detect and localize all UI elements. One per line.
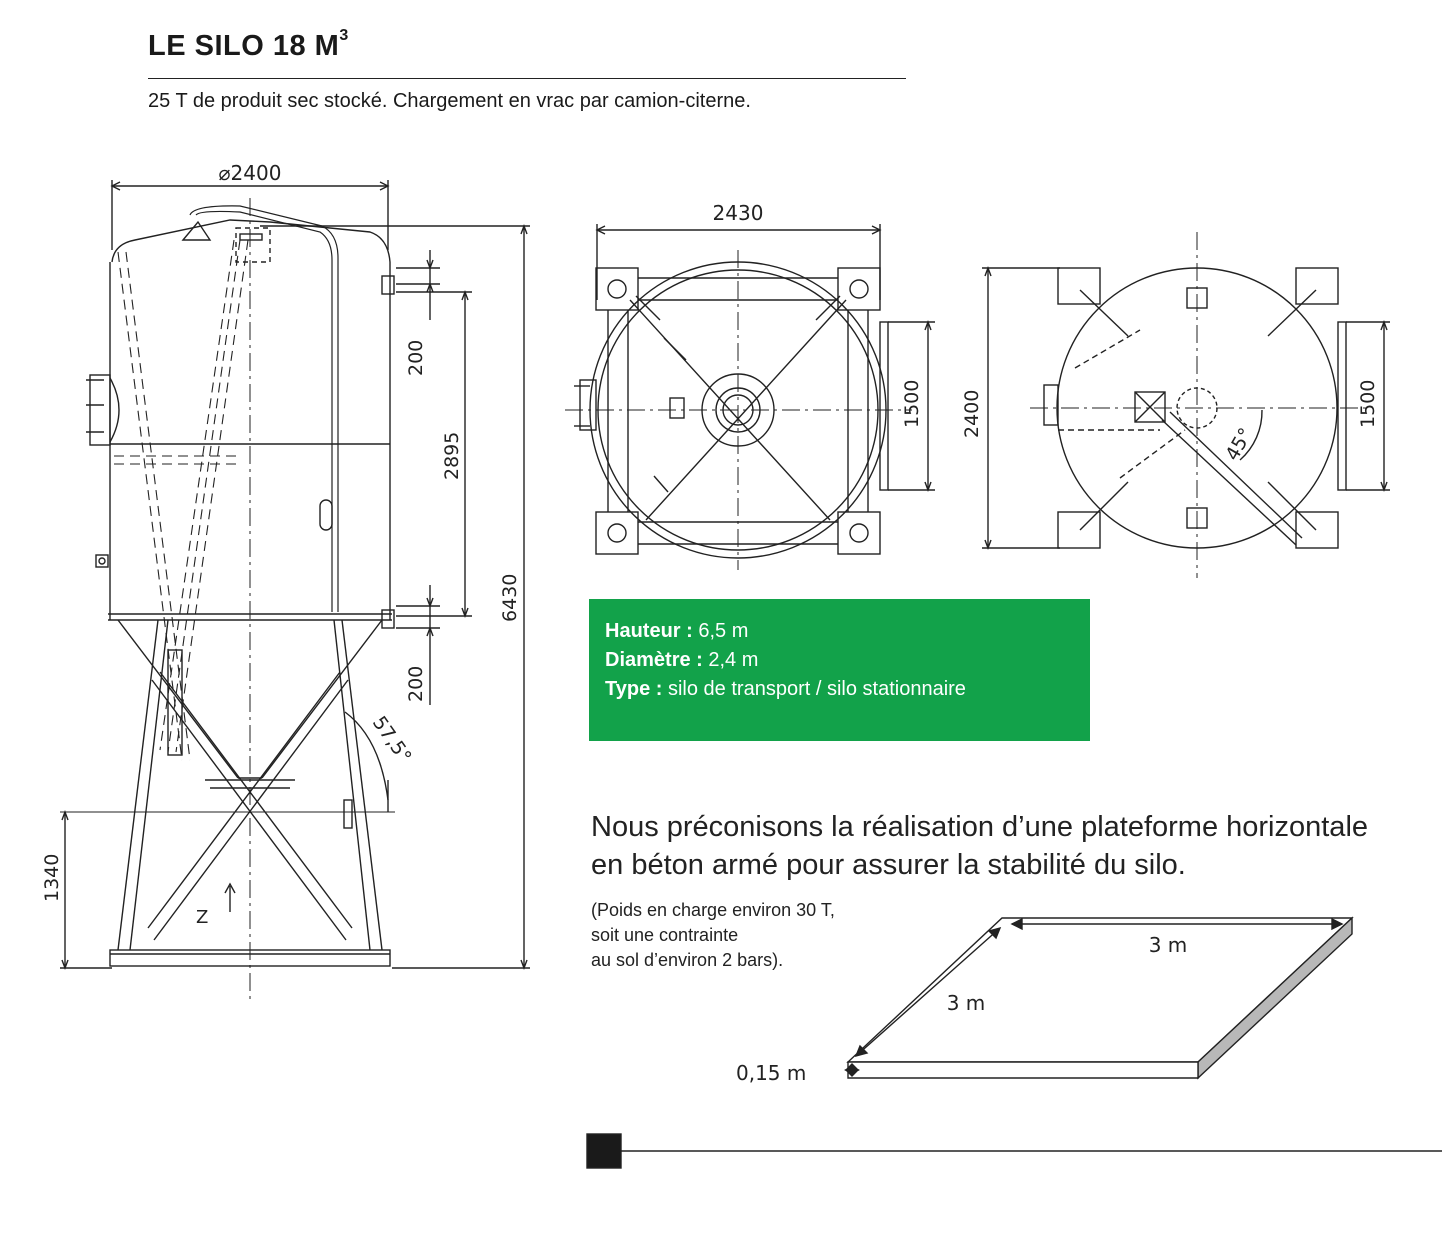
dim-diameter: ⌀2400: [219, 161, 282, 185]
dim-upper-offset: 200: [405, 340, 427, 376]
spec-height: Hauteur : 6,5 m: [605, 620, 749, 642]
dim-total-height: 6430: [499, 574, 521, 622]
recommendation-text: Nous préconisons la réalisation d’une pl…: [591, 811, 1369, 881]
dim-brace-height: 1340: [41, 854, 63, 902]
page-title: LE SILO 18 M3: [148, 27, 349, 62]
load-note: (Poids en charge environ 30 T, soit une …: [591, 900, 835, 970]
spec-type: Type : silo de transport / silo stationn…: [605, 678, 966, 700]
page-subtitle: 25 T de produit sec stocké. Chargement e…: [148, 90, 751, 112]
dim-cylinder-height: 2895: [441, 432, 463, 480]
dim-cone-angle: 57,5°: [368, 712, 416, 767]
spec-box: Hauteur : 6,5 m Diamètre : 2,4 m Type : …: [589, 599, 1090, 741]
dim-lower-offset: 200: [405, 666, 427, 702]
title-divider: [148, 78, 906, 79]
spec-diameter: Diamètre : 2,4 m: [605, 649, 759, 671]
axis-z-label: Z: [196, 907, 208, 928]
